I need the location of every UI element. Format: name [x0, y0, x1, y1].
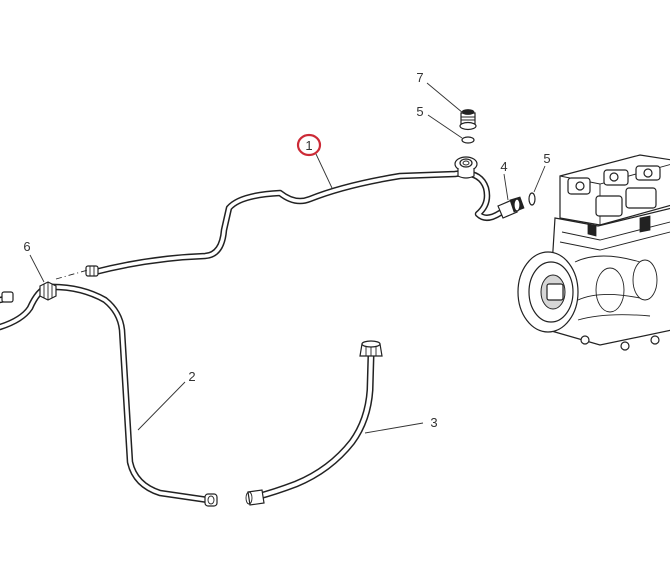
leader-6 [29, 254, 45, 283]
callout-2: 2 [188, 369, 195, 384]
leader-5a [427, 114, 463, 139]
callout-5-right: 5 [543, 151, 550, 166]
hose-part-3 [245, 340, 383, 506]
highlight-ring-1 [296, 133, 322, 157]
pipe-part-1 [91, 170, 504, 276]
leader-3 [364, 422, 424, 434]
assembly-axis-line [55, 269, 89, 280]
callout-4: 4 [500, 159, 507, 174]
callout-6: 6 [23, 239, 30, 254]
leader-2 [137, 381, 186, 431]
callout-1: 1 [305, 138, 312, 153]
fitting-part-4 [497, 196, 525, 219]
leader-1 [315, 153, 333, 189]
connector-part-7 [459, 109, 477, 131]
compressor-assembly [517, 154, 670, 351]
pipe-part-2 [0, 283, 218, 507]
banjo-fitting [454, 156, 478, 179]
washer-part-5-right [528, 192, 536, 206]
leader-4 [503, 173, 509, 201]
callout-7: 7 [416, 70, 423, 85]
nut-part-6 [39, 281, 57, 301]
callout-5-top: 5 [416, 104, 423, 119]
leader-7 [426, 82, 464, 114]
callout-3: 3 [430, 415, 437, 430]
washer-part-5-top [461, 136, 475, 144]
pipe-left-edge-fitting [0, 291, 14, 304]
leader-5b [533, 165, 546, 193]
pipe-1-end-fitting [85, 265, 99, 277]
